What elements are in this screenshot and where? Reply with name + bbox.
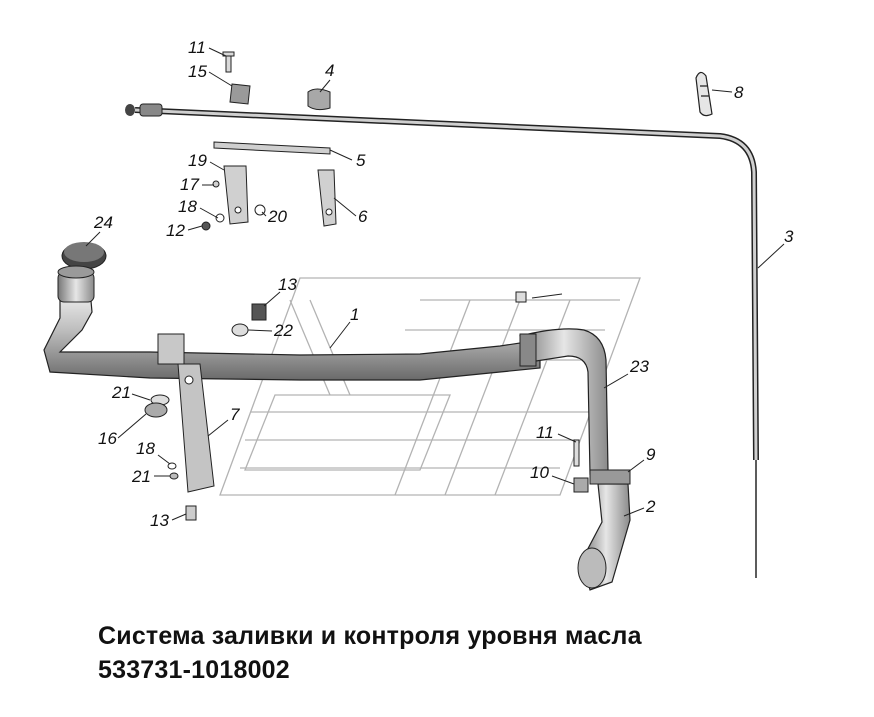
callout-11: 11 — [536, 423, 554, 442]
callout-15: 17 — [180, 175, 199, 194]
callout-6: 6 — [358, 207, 368, 226]
plug-part-14 — [231, 303, 267, 337]
callout-1: 1 — [350, 305, 359, 324]
clamp-part-4 — [307, 88, 331, 111]
clamp-bolt-part-10 — [573, 477, 589, 493]
callout-layer: 11 15 4 8 19 5 17 18 20 6 12 24 3 13 1 2… — [85, 38, 794, 530]
clip-part-8 — [695, 71, 713, 117]
callout-18: 18 — [178, 197, 197, 216]
callout-3: 3 — [784, 227, 794, 246]
pin-upper — [515, 291, 563, 303]
clamp-part-9 — [589, 469, 631, 485]
callout-21: 20 — [267, 207, 287, 226]
diagram-title: Система заливки и контроля уровня масла — [98, 622, 642, 650]
bolt-part-11 — [573, 439, 580, 467]
callout-18b: 18 — [136, 439, 155, 458]
callout-12: 11 — [188, 38, 206, 57]
callout-17: 15 — [188, 62, 207, 81]
fasteners-lower — [144, 394, 197, 521]
cap-part-24 — [61, 242, 107, 270]
callout-19: 21 — [111, 383, 131, 402]
callout-13: 12 — [166, 221, 185, 240]
callout-14: 13 — [278, 275, 297, 294]
strip-part-5 — [213, 141, 331, 155]
bracket-part-17 — [229, 83, 251, 105]
bolt-part-12 — [222, 51, 235, 73]
callout-7: 7 — [230, 405, 240, 424]
callout-21b: 21 — [131, 467, 151, 486]
callout-4: 4 — [325, 61, 334, 80]
hose-part-23 — [519, 328, 609, 475]
dipstick-part-3 — [125, 103, 759, 578]
callout-23: 23 — [629, 357, 649, 376]
bracket-set-upper — [201, 165, 266, 231]
callout-9: 9 — [646, 445, 656, 464]
callout-2: 2 — [645, 497, 656, 516]
callout-8: 8 — [734, 83, 744, 102]
bracket-part-6 — [317, 169, 337, 227]
pipe-part-2 — [577, 483, 631, 591]
callout-16: 16 — [98, 429, 117, 448]
callout-5: 5 — [356, 151, 366, 170]
diagram-code: 533731-1018002 — [98, 656, 290, 684]
callout-10: 10 — [530, 463, 549, 482]
callout-22: 22 — [273, 321, 293, 340]
bracket-part-7 — [177, 363, 215, 493]
callout-13b: 13 — [150, 511, 169, 530]
callout-20: 19 — [188, 151, 207, 170]
callout-24: 24 — [93, 213, 113, 232]
